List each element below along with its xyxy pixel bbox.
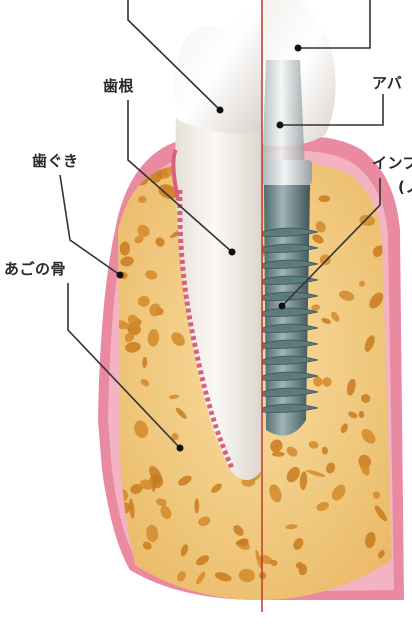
label-implant-paren: (ノ: [398, 176, 412, 197]
label-gum: 歯ぐき: [32, 150, 79, 171]
label-implant: インプ: [372, 152, 412, 173]
bone-pore: [162, 587, 170, 600]
bone-pore: [194, 498, 199, 513]
label-jawbone: あごの骨: [4, 258, 66, 279]
label-abutment: アバ: [372, 72, 402, 93]
natural-crown: [174, 0, 262, 133]
bone-pore: [113, 583, 128, 598]
label-root: 歯根: [103, 75, 134, 96]
abutment: [262, 60, 305, 170]
bone-pore: [319, 195, 331, 202]
bone-pore: [272, 452, 285, 457]
